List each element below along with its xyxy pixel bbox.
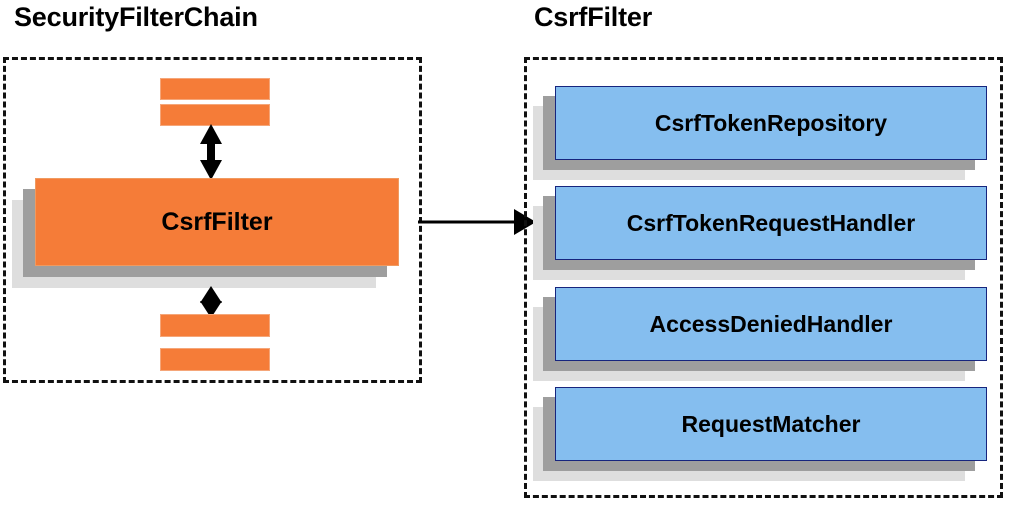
filter-slice-bottom-1 — [160, 314, 270, 337]
component-block-accessdeniedhandler[interactable]: AccessDeniedHandler — [533, 287, 1003, 381]
component-label: CsrfTokenRepository — [654, 109, 888, 136]
component-label: RequestMatcher — [681, 410, 861, 437]
component-face: AccessDeniedHandler — [555, 287, 987, 361]
component-face: RequestMatcher — [555, 387, 987, 461]
panel-title-security-filter-chain: SecurityFilterChain — [14, 2, 258, 32]
csrffilter-face: CsrfFilter — [35, 178, 399, 266]
filter-slice-bottom-2 — [160, 348, 270, 371]
csrffilter-block[interactable]: CsrfFilter — [12, 178, 399, 288]
component-face: CsrfTokenRequestHandler — [555, 186, 987, 260]
double-headed-arrow-up-icon — [198, 124, 224, 180]
filter-slice-top-1 — [160, 78, 270, 100]
csrffilter-expands-to-arrow-icon — [418, 208, 536, 236]
panel-title-csrf-filter: CsrfFilter — [534, 2, 653, 32]
double-headed-arrow-down-icon — [198, 286, 224, 318]
component-block-requestmatcher[interactable]: RequestMatcher — [533, 387, 1003, 481]
component-block-csrftokenrequesthandler[interactable]: CsrfTokenRequestHandler — [533, 186, 1003, 280]
component-face: CsrfTokenRepository — [555, 86, 987, 160]
panel-security-filter-chain — [3, 57, 422, 383]
panel-csrf-filter — [524, 57, 1003, 498]
component-block-csrftokenrepository[interactable]: CsrfTokenRepository — [533, 86, 1003, 180]
filter-slice-top-2 — [160, 104, 270, 126]
component-label: AccessDeniedHandler — [649, 310, 893, 337]
component-label: CsrfTokenRequestHandler — [626, 209, 916, 236]
csrffilter-label: CsrfFilter — [161, 207, 273, 236]
